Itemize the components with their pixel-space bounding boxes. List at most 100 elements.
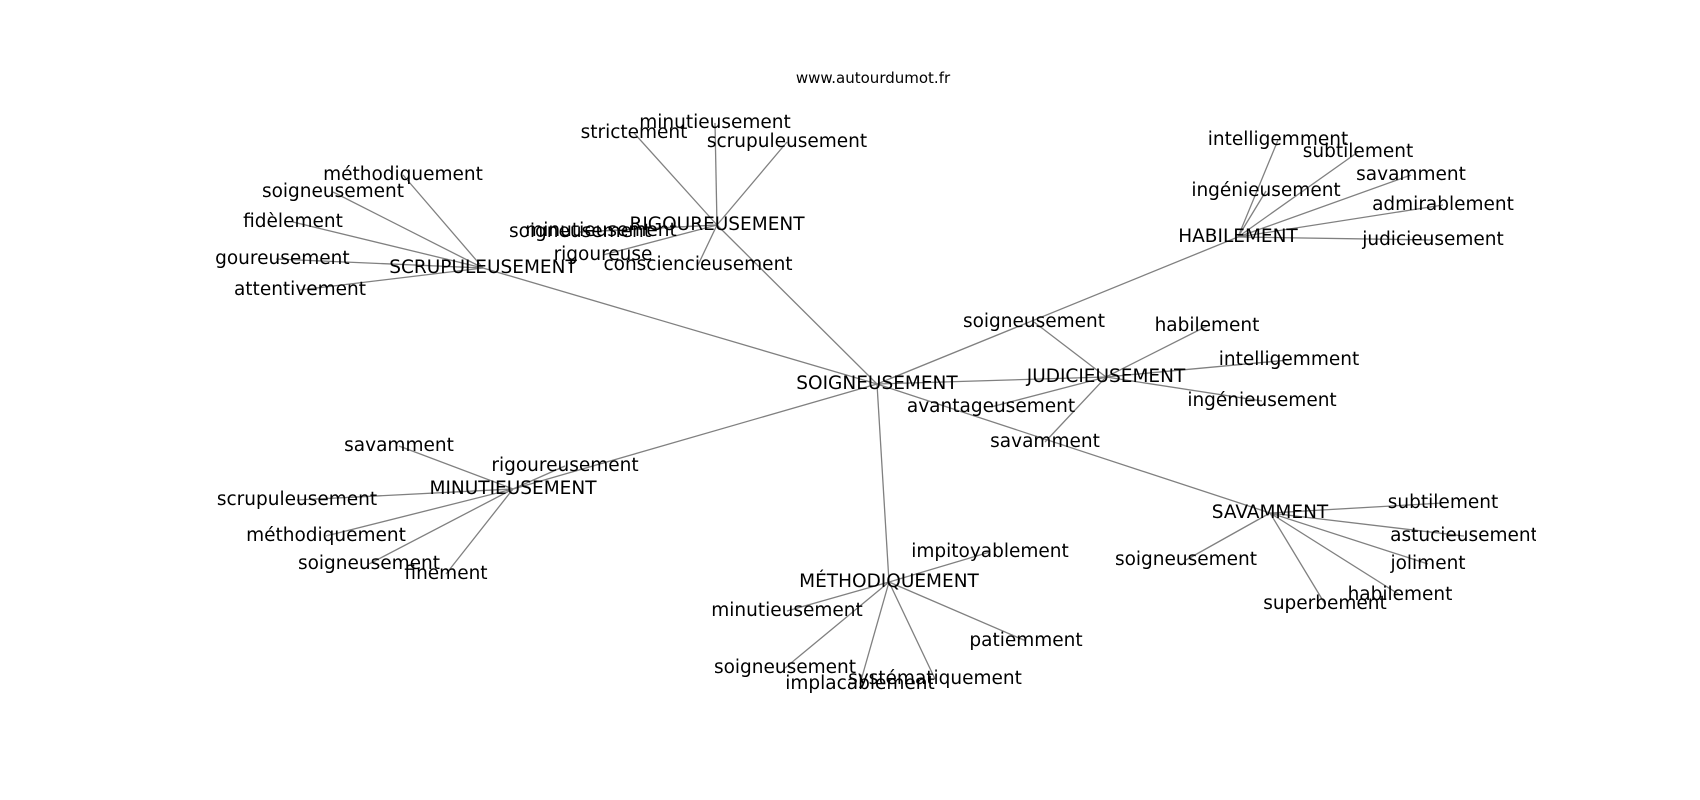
leaf-word[interactable]: fidèlement: [243, 211, 343, 232]
edge: [1269, 512, 1429, 565]
leaf-word[interactable]: rigoureusement: [491, 455, 638, 476]
edge: [716, 141, 788, 226]
edge: [602, 224, 718, 256]
edge: [1269, 512, 1465, 537]
edge: [1237, 236, 1434, 241]
edges: [275, 122, 1465, 685]
leaf-word[interactable]: savamment: [990, 431, 1100, 452]
leaf-word[interactable]: savamment: [1356, 164, 1466, 185]
leaf-word[interactable]: soigneusement: [262, 181, 404, 202]
edge: [697, 224, 718, 266]
cluster-word[interactable]: RIGOUREUSEMENT: [629, 214, 805, 235]
edge: [714, 122, 718, 226]
edge: [1237, 190, 1267, 238]
leaf-word[interactable]: minutieusement: [711, 600, 863, 621]
leaf-word[interactable]: savamment: [344, 435, 454, 456]
leaf-word[interactable]: rigoureuse: [554, 244, 653, 265]
leaf-word[interactable]: rigoureusement: [202, 248, 350, 269]
leaf-word[interactable]: implacablement: [785, 673, 935, 694]
leaf-word[interactable]: subtilement: [1303, 141, 1413, 162]
cluster-word[interactable]: MINUTIEUSEMENT: [429, 478, 597, 499]
edge: [368, 488, 514, 565]
leaf-word[interactable]: soigneusement: [1115, 549, 1257, 570]
edge: [1185, 512, 1271, 561]
edge: [633, 132, 718, 226]
edge: [1269, 512, 1326, 605]
edge: [1033, 321, 1107, 378]
edge: [1237, 174, 1412, 238]
edge: [325, 488, 514, 537]
leaf-word[interactable]: superbement: [1263, 593, 1387, 614]
edge: [876, 236, 1239, 385]
leaf-word[interactable]: admirablement: [1372, 194, 1514, 215]
cluster-word[interactable]: JUDICIEUSEMENT: [1026, 366, 1186, 387]
edge: [859, 581, 890, 685]
leaf-word[interactable]: joliment: [1389, 553, 1465, 574]
leaf-word[interactable]: finement: [404, 563, 487, 584]
edge: [1269, 502, 1444, 514]
edge: [1237, 151, 1359, 238]
leaf-word[interactable]: habilement: [1348, 584, 1453, 605]
leaf-word[interactable]: intelligemment: [1208, 129, 1348, 150]
leaf-word[interactable]: habilement: [1155, 315, 1260, 336]
leaf-word[interactable]: consciencieusement: [603, 254, 792, 275]
edge: [299, 267, 484, 291]
edge: [888, 581, 936, 680]
center-word[interactable]: SOIGNEUSEMENT: [796, 373, 958, 394]
leaf-word[interactable]: ingénieusement: [1187, 390, 1336, 411]
edge: [1269, 512, 1401, 596]
edge: [784, 581, 890, 669]
edge: [398, 445, 514, 490]
edge: [888, 581, 1027, 642]
leaf-word[interactable]: méthodiquement: [246, 525, 406, 546]
edge: [296, 488, 514, 501]
edge: [512, 383, 878, 490]
leaf-word[interactable]: intelligemment: [1219, 349, 1359, 370]
leaf-word[interactable]: soigneusement: [963, 311, 1105, 332]
edge: [445, 488, 514, 575]
leaf-word[interactable]: méthodiquement: [323, 164, 483, 185]
leaf-word[interactable]: patiemment: [969, 630, 1082, 651]
cluster-word[interactable]: SCRUPULEUSEMENT: [389, 257, 577, 278]
edge: [876, 383, 1271, 514]
leaf-word[interactable]: avantageusement: [907, 396, 1075, 417]
edge: [876, 376, 1107, 385]
edge: [512, 465, 566, 490]
edge: [876, 383, 890, 583]
leaf-word[interactable]: scrupuleusement: [217, 489, 377, 510]
cluster-word[interactable]: SAVAMMENT: [1212, 502, 1329, 523]
edge: [1237, 139, 1279, 238]
leaf-word[interactable]: impitoyablement: [911, 541, 1069, 562]
leaf-word[interactable]: judicieusement: [1361, 229, 1504, 250]
leaf-word[interactable]: soigneusement: [714, 657, 856, 678]
edge: [482, 267, 878, 385]
edge: [579, 224, 718, 233]
edge: [716, 224, 878, 385]
cluster-word[interactable]: HABILEMENT: [1178, 226, 1298, 247]
leaf-word[interactable]: scrupuleusement: [707, 131, 867, 152]
leaf-word[interactable]: minutieusement: [525, 220, 677, 241]
leaf-word[interactable]: strictement: [581, 122, 688, 143]
leaf-word[interactable]: minutieusement: [639, 112, 791, 133]
labels: SOIGNEUSEMENT SCRUPULEUSEMENT méthodiqueme…: [202, 112, 1538, 694]
leaf-word[interactable]: systématiquement: [848, 668, 1022, 689]
edge: [1105, 376, 1263, 402]
edge: [990, 376, 1107, 408]
leaf-word[interactable]: attentivement: [234, 279, 366, 300]
leaf-word[interactable]: subtilement: [1388, 492, 1498, 513]
leaf-word[interactable]: soigneusement: [298, 553, 440, 574]
edge: [786, 581, 890, 612]
edge: [1105, 359, 1290, 378]
leaf-word[interactable]: soigneusement: [509, 221, 651, 242]
edge: [1044, 376, 1107, 443]
source-watermark: www.autourdumot.fr: [796, 69, 951, 87]
edge: [292, 221, 484, 269]
edge: [402, 174, 484, 269]
edge: [888, 551, 991, 583]
edge: [332, 191, 484, 269]
cluster-word[interactable]: MÉTHODIQUEMENT: [799, 570, 979, 592]
leaf-word[interactable]: astucieusement: [1390, 525, 1538, 546]
leaf-word[interactable]: ingénieusement: [1191, 180, 1340, 201]
edge: [275, 258, 484, 269]
